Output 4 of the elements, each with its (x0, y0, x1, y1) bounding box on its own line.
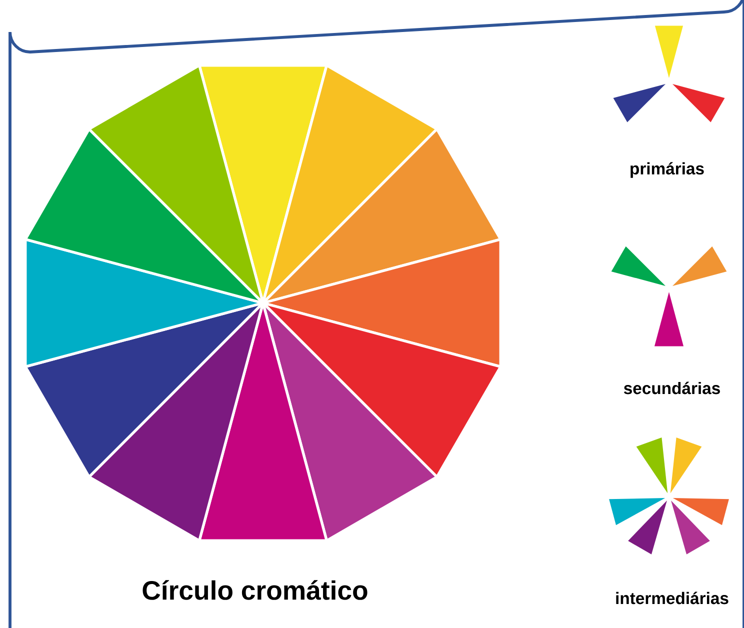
group-label: primárias (630, 162, 704, 178)
group-label: intermediárias (616, 592, 728, 604)
group-label: secundárias (624, 382, 720, 394)
caption: Círculo cromático (142, 580, 368, 600)
